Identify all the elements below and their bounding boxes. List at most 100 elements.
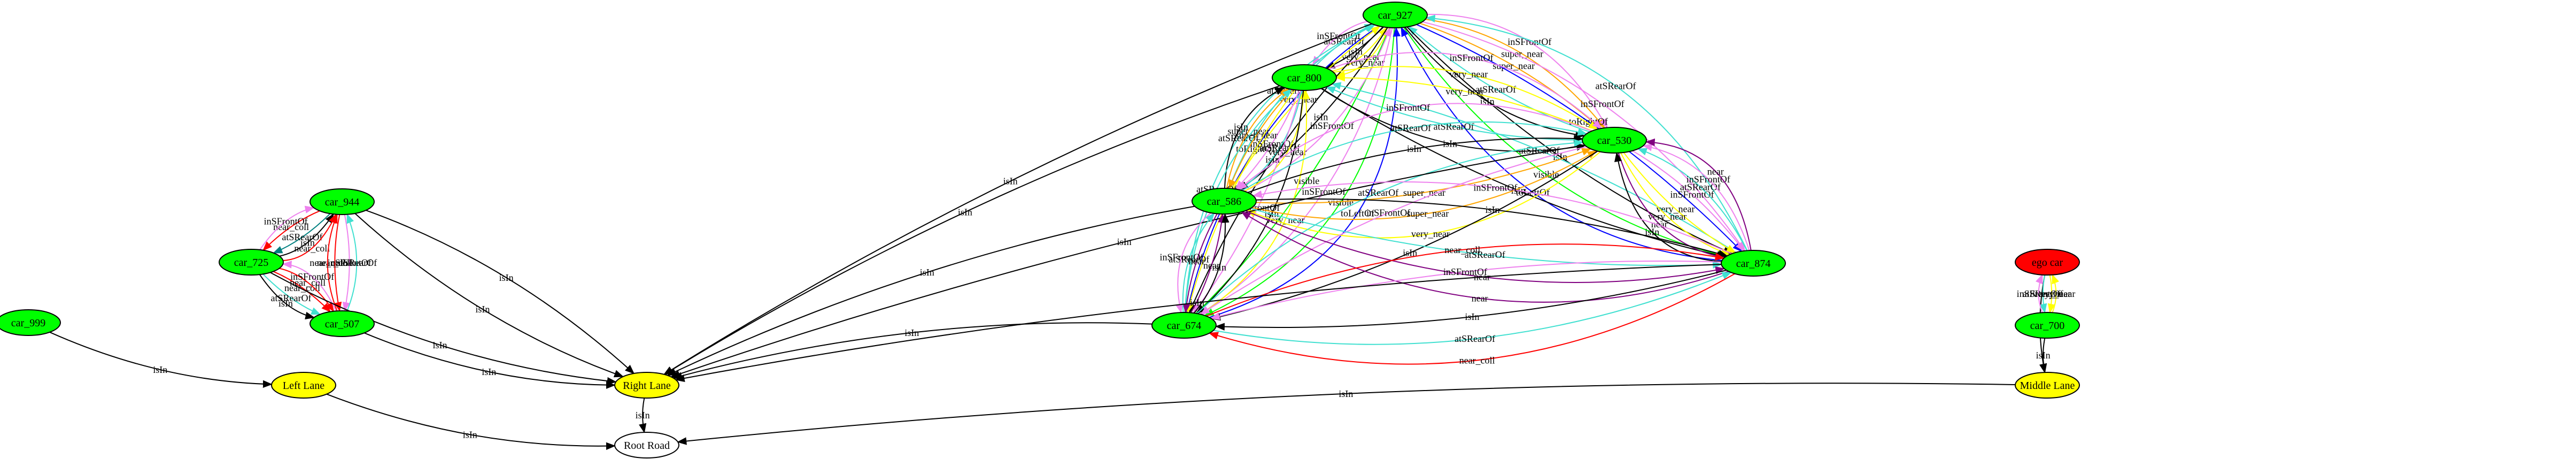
- edge-car_800-car_530: [1333, 66, 1599, 130]
- edge-label: isIn: [1313, 111, 1328, 122]
- edge-label: near: [1188, 256, 1205, 266]
- edge-label: toLeftOf: [1341, 208, 1374, 219]
- edge-car_800-car_586: [1228, 89, 1294, 189]
- edge-car_927-car_530: [1425, 19, 1605, 129]
- node-car-725[interactable]: car_725: [219, 249, 284, 276]
- node-shape: [1272, 64, 1337, 91]
- edge-car_927-car_530: [1427, 13, 1608, 129]
- node-middle-lane[interactable]: Middle Lane: [2015, 372, 2080, 399]
- edge-label: atSRearOf: [1169, 254, 1209, 264]
- edge-label: atSRearOf: [1218, 133, 1259, 143]
- node-label: car_800: [1287, 72, 1321, 84]
- edge-label: isIn: [636, 410, 650, 421]
- edge-label: very_near: [1648, 211, 1687, 222]
- edge-car_927-car_874: [1422, 21, 1746, 252]
- edge-car_530-car_586: [1237, 103, 1592, 190]
- edge-car_944-car_725: [273, 213, 331, 254]
- edge-label: very_near: [1657, 204, 1695, 215]
- edge-label: isIn: [1465, 311, 1480, 322]
- node-car-927[interactable]: car_927: [1363, 2, 1428, 28]
- edge-car_586-car_530: [1251, 150, 1597, 220]
- edge-car_530-right_lane: [670, 144, 1585, 378]
- node-ego-car[interactable]: ego car: [2015, 249, 2080, 276]
- edge-label: near_coll: [290, 277, 326, 288]
- edge-right_lane-root_road: [639, 398, 647, 433]
- edge-car_800-car_586: [1235, 90, 1300, 190]
- edge-car_586-car_530: [1242, 121, 1588, 192]
- edge-car_944-car_507: [342, 214, 350, 312]
- edge-car_725-right_lane: [270, 272, 617, 385]
- edge-car_586-car_800: [1239, 89, 1304, 190]
- edge-car_944-car_725: [262, 210, 320, 251]
- edge-label: isIn: [463, 429, 477, 440]
- edge-label: very_near: [2037, 288, 2075, 299]
- edge-car_530-car_874: [1620, 152, 1731, 256]
- edge-label: isIn: [1234, 121, 1248, 132]
- edge-label: atSRearOf: [2023, 288, 2063, 299]
- edge-left_lane-root_road: [326, 393, 616, 450]
- edge-label: isIn: [958, 207, 972, 218]
- node-car-700[interactable]: car_700: [2015, 312, 2080, 339]
- node-car-800[interactable]: car_800: [1272, 64, 1337, 91]
- edge-car_874-car_530: [1645, 138, 1752, 251]
- edge-label: atSRearOf: [282, 232, 322, 242]
- edge-car_530-car_800: [1335, 74, 1592, 132]
- edge-label: near_coll: [310, 257, 345, 268]
- node-car-944[interactable]: car_944: [310, 188, 375, 215]
- edge-label: isIn: [2036, 350, 2051, 361]
- edge-car_507-car_725: [282, 261, 337, 311]
- edge-label: very_near: [1449, 69, 1488, 80]
- node-car-999[interactable]: car_999: [0, 309, 61, 336]
- node-car-674[interactable]: car_674: [1151, 312, 1217, 339]
- edge-car_927-car_874: [1406, 26, 1733, 255]
- edge-car_700-ego_car: [2035, 274, 2043, 313]
- node-label: Root Road: [624, 440, 670, 452]
- node-car-507[interactable]: car_507: [310, 310, 375, 337]
- node-car-530[interactable]: car_530: [1582, 127, 1647, 154]
- nodes-layer: car_927 car_800 car_530 car_586 car_944 car_7…: [0, 2, 2080, 459]
- edge-car_927-car_674: [1204, 27, 1395, 316]
- edge-label: super_near: [1235, 130, 1278, 141]
- edge-label: near: [1472, 293, 1488, 304]
- edge-label: isIn: [1117, 236, 1132, 247]
- edge-car_674-car_586: [1182, 212, 1215, 313]
- edge-car_586-car_874: [1250, 208, 1723, 269]
- edge-label: atSRearOf: [1390, 123, 1431, 133]
- edge-label: atSRearOf: [1519, 145, 1560, 156]
- node-label: Middle Lane: [2020, 380, 2075, 392]
- edge-car_507-car_944: [327, 213, 338, 311]
- edge-car_874-car_927: [1425, 14, 1748, 251]
- edge-car_927-car_586: [1239, 27, 1388, 190]
- edge-label: near_coll: [317, 257, 353, 268]
- edge-car_725-car_944: [279, 213, 334, 257]
- node-car-586[interactable]: car_586: [1192, 188, 1257, 215]
- node-shape: [1721, 250, 1786, 277]
- edge-label: inSFrontOf: [1159, 251, 1203, 262]
- edge-label: isIn: [1212, 262, 1226, 273]
- edge-label: visible: [1533, 169, 1559, 180]
- edge-car_586-car_674: [1182, 213, 1218, 314]
- node-shape: [1192, 188, 1257, 215]
- edge-car_874-car_927: [1401, 26, 1722, 261]
- edge-car_700-middle_lane: [2039, 338, 2047, 373]
- edge-label: inSFrontOf: [1386, 102, 1430, 113]
- edge-label: isIn: [153, 364, 167, 375]
- edge-car_874-car_674: [1215, 270, 1727, 331]
- node-root-road[interactable]: Root Road: [614, 432, 679, 459]
- node-shape: [310, 310, 375, 337]
- node-left-lane[interactable]: Left Lane: [271, 372, 336, 399]
- node-car-874[interactable]: car_874: [1721, 250, 1786, 277]
- edge-label: very_near: [1266, 215, 1305, 225]
- edge-car_999-left_lane: [49, 331, 273, 388]
- edge-car_725-car_944: [283, 213, 337, 261]
- node-shape: [1582, 127, 1647, 154]
- edge-car_530-car_874: [1618, 152, 1726, 260]
- edge-car_586-right_lane: [667, 205, 1195, 376]
- node-right-lane[interactable]: Right Lane: [614, 372, 679, 399]
- edge-label: inSFrontOf: [1450, 52, 1494, 63]
- edge-label: inSFrontOf: [328, 257, 372, 268]
- edge-label: near_coll: [1444, 245, 1480, 255]
- edge-car_874-car_674: [1210, 260, 1722, 320]
- edge-label: isIn: [1190, 297, 1204, 308]
